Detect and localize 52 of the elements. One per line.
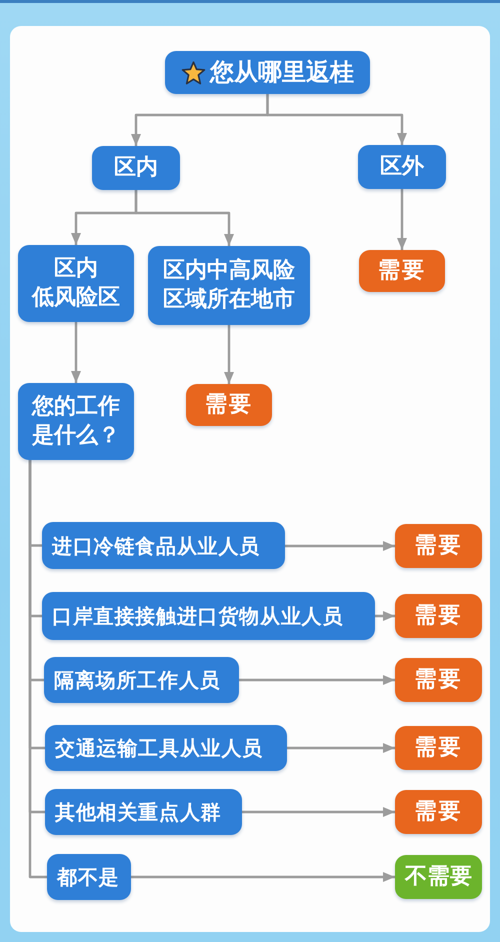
node-text: 进口冷链食品从业人员 [52,532,260,558]
node-text: 需要 [378,256,426,285]
option-box [47,854,131,900]
node-text: 其他相关重点人群 [55,799,222,825]
connector-arrow [397,189,407,250]
option-box [45,789,242,835]
option-box [44,657,239,703]
connector-arrow [287,743,395,753]
process-box [148,246,310,325]
node-text: 都不是 [57,864,120,890]
process-box [92,146,180,190]
process-box [18,383,134,460]
option-box [42,592,375,640]
start-box [165,51,370,94]
node-text: 区内低风险区 [31,254,121,312]
process-box [18,245,134,322]
connector-arrow [131,872,395,882]
outcome-box [395,855,482,899]
outcome-box [395,726,482,770]
connector-arrow [285,541,395,551]
option-box [45,725,287,771]
node-text: 口岸直接接触进口货物从业人员 [52,603,344,629]
connector-arrow [375,611,395,621]
connector-line [28,460,47,878]
connector-arrow [266,94,407,145]
node-text: 需要 [414,734,462,762]
node-text: 区内中高风险区域所在地市 [162,256,296,314]
outcome-box [395,790,482,834]
node-text: 需要 [414,602,462,630]
node-text: 需要 [414,798,462,826]
node-text: 区外 [380,152,424,181]
outcome-box [395,524,482,568]
node-text: 需要 [205,390,253,419]
outcome-box [359,250,445,292]
node-text: 区内 [114,154,158,182]
connector-arrow [134,190,234,246]
connector-arrow [71,322,81,383]
node-text: 交通运输工具从业人员 [55,735,263,761]
outcome-box [186,384,272,426]
node-text: 您从哪里返桂 [210,56,354,88]
node-text: 需要 [414,666,462,694]
connector-arrow [242,807,395,817]
option-box [42,522,285,569]
node-text: 您的工作是什么？ [31,392,121,450]
connector-arrow [224,325,234,384]
outcome-box [395,594,482,638]
process-box [358,145,446,189]
node-text: 需要 [414,532,462,560]
connector-arrow [239,675,395,685]
node-text: 不需要 [404,862,472,891]
outcome-box [395,658,482,702]
node-text: 隔离场所工作人员 [54,667,220,693]
